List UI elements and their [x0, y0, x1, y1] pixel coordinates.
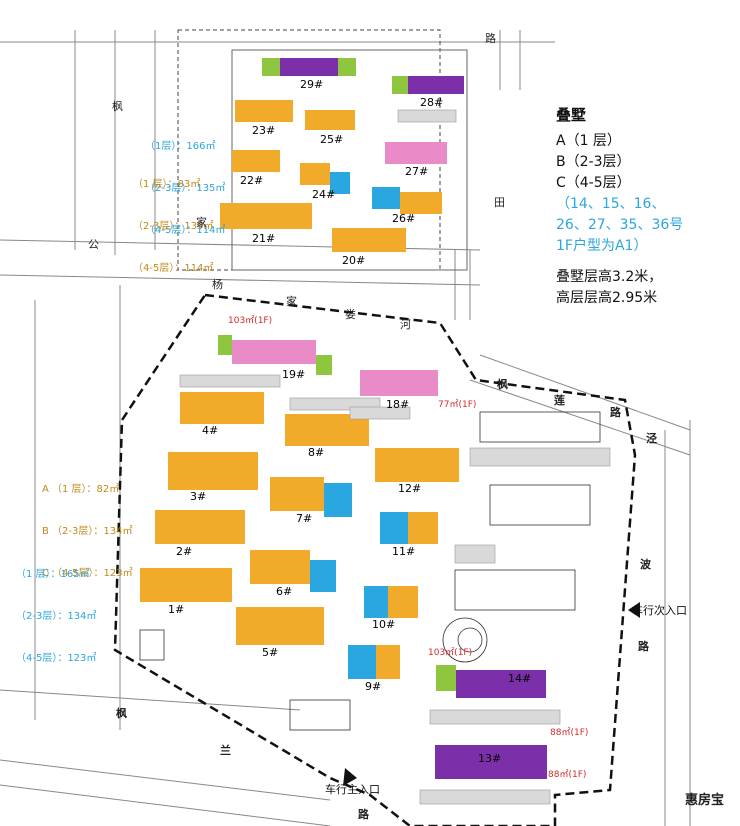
road-feng-top: 枫 — [112, 100, 123, 113]
building-26: 26# — [392, 212, 416, 225]
legend-c: C（4-5层） — [556, 175, 631, 191]
main-entrance-arrow — [343, 768, 357, 786]
building-4: 4# — [202, 424, 219, 437]
watermark: 惠房宝 — [684, 793, 724, 808]
building-18: 18# — [386, 398, 410, 411]
road-yang: 杨 — [212, 278, 223, 291]
road-lou: 娄 — [345, 308, 356, 321]
hatched-strips — [179, 109, 611, 805]
road-he: 河 — [400, 318, 411, 331]
building-21: 21# — [252, 232, 276, 245]
building-6: 6# — [276, 585, 293, 598]
high-rise-outlines — [139, 411, 601, 731]
road-jing: 泾 — [646, 432, 657, 445]
road-jia: 家 — [196, 216, 207, 229]
legend-height-1: 叠墅层高3.2米， — [556, 269, 663, 285]
south-buildings — [140, 335, 547, 779]
north-buildings — [220, 58, 464, 252]
legend-title: 叠墅 — [556, 106, 587, 124]
building-2: 2# — [176, 545, 193, 558]
building-23: 23# — [252, 124, 276, 137]
south-parcel-boundary — [113, 293, 637, 826]
area-14-1f-b: 88㎡(1F) — [550, 728, 589, 738]
building-7: 7# — [296, 512, 313, 525]
building-27: 27# — [405, 165, 429, 178]
east-entrance-arrow — [628, 602, 640, 618]
main-entrance-label: 车行主入口 — [325, 783, 380, 796]
building-11: 11# — [392, 545, 416, 558]
building-29: 29# — [300, 78, 324, 91]
building-28: 28# — [420, 96, 444, 109]
area-14-1f: 103㎡(1F) — [428, 648, 473, 658]
road-lu4: 路 — [358, 808, 369, 821]
building-8: 8# — [308, 446, 325, 459]
east-entrance-label: 车行次入口 — [632, 604, 687, 617]
building-19: 19# — [282, 368, 306, 381]
legend: 叠墅 A（1 层） B（2-3层） C（4-5层） （14、15、16、26、2… — [556, 104, 736, 309]
road-bo: 波 — [640, 558, 651, 571]
area-19-1f: 103㎡(1F) — [228, 316, 273, 326]
building-22: 22# — [240, 174, 264, 187]
unit-south-orange: A （1 层）：82㎡ B （2-3层）：134㎡ C （4-5层）：123㎡ — [42, 484, 133, 579]
road-lu3: 路 — [638, 640, 649, 653]
building-3: 3# — [190, 490, 207, 503]
road-feng: 枫 — [497, 378, 508, 391]
building-14: 14# — [508, 672, 532, 685]
road-lu2: 路 — [610, 406, 621, 419]
building-1: 1# — [168, 603, 185, 616]
area-18-1f: 77㎡(1F) — [438, 400, 477, 410]
building-25: 25# — [320, 133, 344, 146]
building-5: 5# — [262, 646, 279, 659]
building-10: 10# — [372, 618, 396, 631]
unit-south-blue: （1 层）：165㎡ （2-3层）：134㎡ （4-5层）：123㎡ — [16, 569, 97, 664]
legend-note: （14、15、16、26、27、35、36号1F户型为A1） — [556, 196, 684, 254]
unit-north-blue: （1层）：166㎡ （2-3层）：135㎡ （4-5层）：114㎡ — [145, 141, 226, 236]
road-gong: 公 — [88, 238, 99, 251]
area-13-1f: 88㎡(1F) — [548, 770, 587, 780]
road-lian: 莲 — [554, 394, 565, 407]
road-lines — [0, 30, 691, 826]
legend-b: B（2-3层） — [556, 154, 631, 170]
road-jia2: 家 — [286, 295, 297, 308]
legend-height-2: 高层层高2.95米 — [556, 290, 658, 306]
road-lu-top: 路 — [485, 32, 496, 45]
road-feng-b: 枫 — [116, 707, 127, 720]
building-13: 13# — [478, 752, 502, 765]
legend-a: A（1 层） — [556, 133, 621, 149]
building-12: 12# — [398, 482, 422, 495]
road-lan: 兰 — [220, 744, 231, 757]
unit-north-orange: （1 层）：83㎡ （2-3层）：135㎡ （4-5层）：114㎡ — [133, 179, 214, 274]
road-tian: 田 — [494, 196, 505, 209]
building-9: 9# — [365, 680, 382, 693]
building-20: 20# — [342, 254, 366, 267]
building-24: 24# — [312, 188, 336, 201]
